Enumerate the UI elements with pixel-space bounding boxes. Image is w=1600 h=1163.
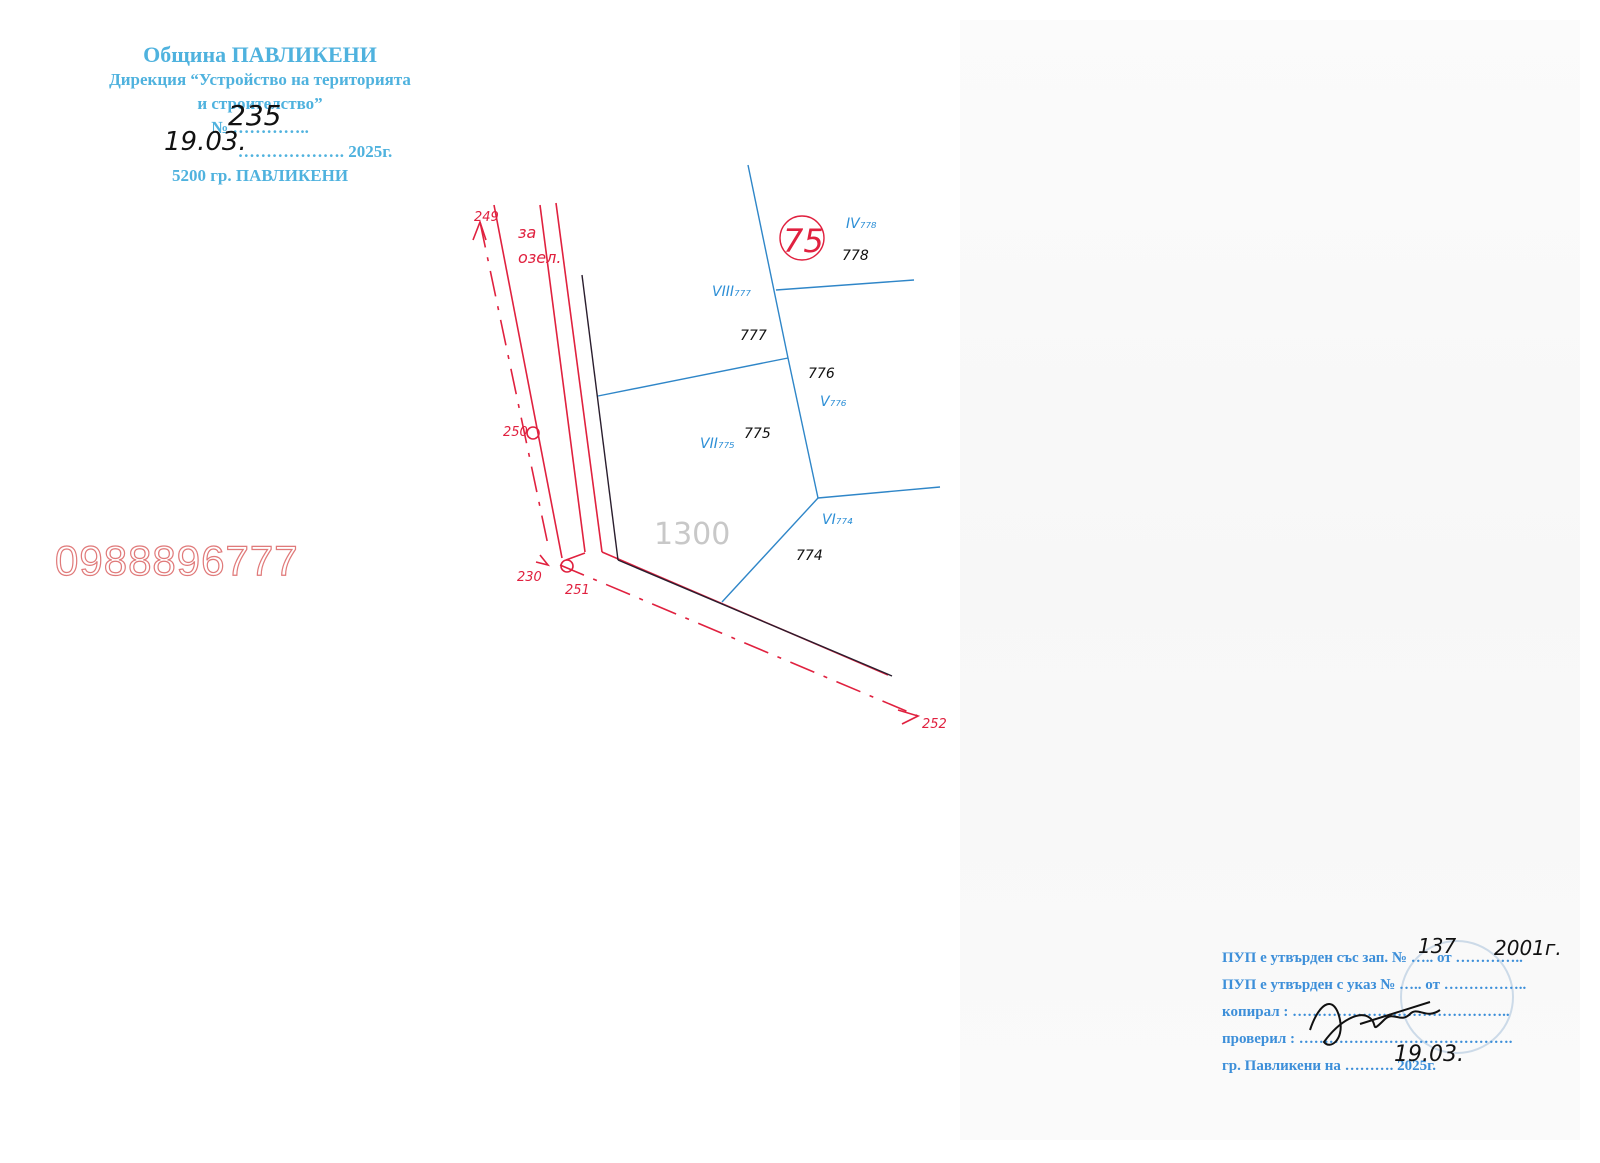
parcel-776-number: 776 (808, 366, 835, 382)
signature-stroke (1309, 1001, 1441, 1046)
place-date-line: гр. Павликени на ………. 2025г. (1222, 1058, 1437, 1074)
point-250-label: 250 (503, 425, 528, 440)
street-regulation-lines (472, 202, 921, 725)
parcel-778-number: 778 (842, 248, 869, 264)
boundary-777-775 (597, 357, 789, 397)
boundary-778-777 (775, 279, 915, 291)
stamp-date-dots: ………………. 2025г. (237, 142, 393, 161)
approval-order-line: ПУП е утвърден със зап. № ….. от ………….. (1222, 950, 1523, 966)
checked-by-line: проверил : ……………………………………. (1222, 1031, 1513, 1047)
place-date-handwritten: 19.03. (1394, 1042, 1464, 1067)
street-axis-dashed-bottom (559, 564, 919, 717)
approval-order-date-handwritten: 2001г. (1494, 936, 1562, 960)
arrow-230 (535, 554, 551, 567)
phone-watermark: 0988896777 (54, 536, 299, 584)
parcel-774-regulation: VI₇₇₄ (822, 512, 853, 528)
parcel-boundaries (597, 164, 941, 603)
street-label-line2: озел. (518, 248, 561, 267)
point-230-label: 230 (517, 570, 542, 585)
area-label: 1300 (654, 517, 730, 552)
parcel-776-regulation: V₇₇₆ (820, 394, 847, 410)
parcel-777-number: 777 (740, 328, 767, 344)
boundary-775-774 (721, 497, 819, 603)
parcel-775-number: 775 (744, 426, 771, 442)
block-number: 75 (783, 222, 824, 260)
stamp-number-dots: ………….. (232, 118, 309, 137)
street-line-left (493, 204, 563, 559)
block-circle (779, 215, 825, 261)
street-line-outer (555, 202, 603, 553)
stamp-number-row: № ………….. 235 (40, 102, 480, 140)
round-seal (1400, 940, 1514, 1054)
street-label-line1: за (518, 223, 536, 242)
point-252-label: 252 (922, 717, 947, 732)
stamp-municipality-name: Община ПАВЛИКЕНИ (143, 42, 377, 67)
arrow-249 (472, 219, 487, 241)
point-250-marker (526, 426, 540, 440)
red-labels: 249 250 230 251 252 за озел. 75 (474, 210, 947, 732)
parcel-778-regulation: IV₇₇₈ (846, 216, 877, 232)
stamp-directorate-line1: Дирекция “Устройство на територията (109, 70, 411, 89)
street-corner (565, 552, 586, 561)
boundary-776-774 (817, 486, 941, 499)
stamp-number-handwritten: 235 (228, 99, 282, 132)
copied-by-line: копирал : …………………………………….. (1222, 1004, 1510, 1020)
arrow-252 (897, 709, 921, 725)
parcel-774-number: 774 (796, 548, 823, 564)
municipality-stamp: Община ПАВЛИКЕНИ Дирекция “Устройство на… (40, 42, 480, 188)
approval-order-number-handwritten: 137 (1418, 934, 1457, 958)
stamp-date-handwritten: 19.03. (164, 127, 247, 157)
point-251-label: 251 (565, 583, 590, 598)
street-line-inner (539, 204, 586, 553)
stamp-number-prefix: № (211, 118, 233, 137)
point-249-label: 249 (474, 210, 499, 225)
point-251-marker (560, 559, 574, 573)
cadastral-boundaries (581, 274, 893, 677)
street-axis-dashed (479, 221, 549, 546)
stamp-directorate-line2: и строителство” (197, 94, 323, 113)
parcel-777-regulation: VIII₇₇₇ (712, 284, 751, 300)
signature-drawing (1309, 1001, 1441, 1046)
approval-decree-line: ПУП е утвърден с указ № ….. от …………….. (1222, 977, 1527, 993)
stamp-city: 5200 гр. ПАВЛИКЕНИ (171, 166, 349, 185)
parcel-labels: IV₇₇₈ 778 VIII₇₇₇ 777 776 V₇₇₆ VII₇₇₅ 77… (700, 216, 877, 564)
parcel-775-regulation: VII₇₇₅ (700, 436, 735, 452)
boundary-776-775 (787, 357, 819, 499)
stamp-date-row: ………………. 2025г. 19.03. (40, 129, 480, 164)
boundary-west (581, 274, 619, 561)
boundary-south (617, 559, 893, 677)
boundary-north-west (747, 164, 789, 359)
